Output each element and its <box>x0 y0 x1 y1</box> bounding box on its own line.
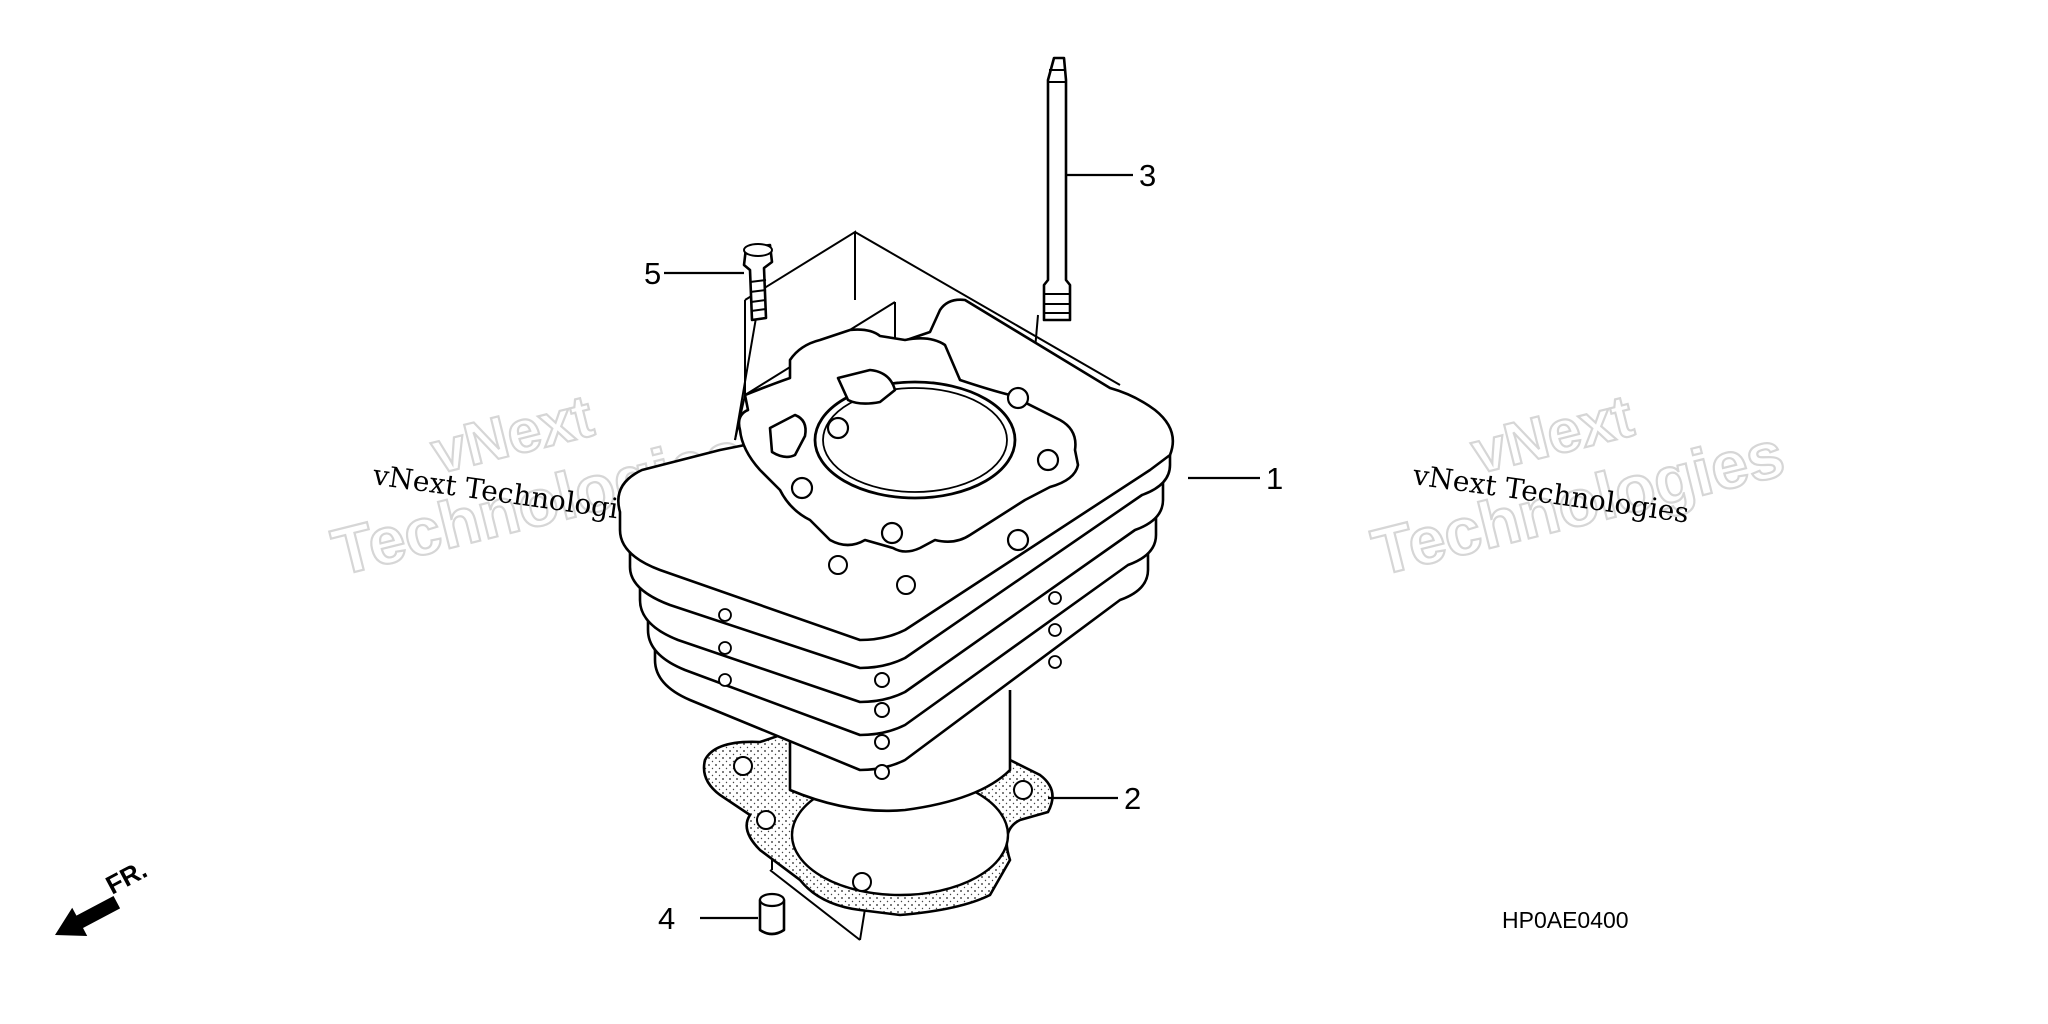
dowel-pin <box>758 892 786 936</box>
callout-4: 4 <box>658 901 675 936</box>
leaders <box>664 173 1260 920</box>
callout-1: 1 <box>1266 461 1283 496</box>
callout-5: 5 <box>644 256 661 291</box>
callout-3: 3 <box>1139 158 1156 193</box>
cylinder-block <box>617 298 1175 780</box>
diagram-code: HP0AE0400 <box>1502 907 1629 933</box>
callout-2: 2 <box>1124 781 1141 816</box>
fin-bosses <box>718 591 1062 780</box>
flange-bolt <box>742 243 774 322</box>
front-label: FR. <box>101 854 152 900</box>
stud-bolt <box>1042 56 1072 322</box>
front-arrow-icon <box>55 895 121 936</box>
